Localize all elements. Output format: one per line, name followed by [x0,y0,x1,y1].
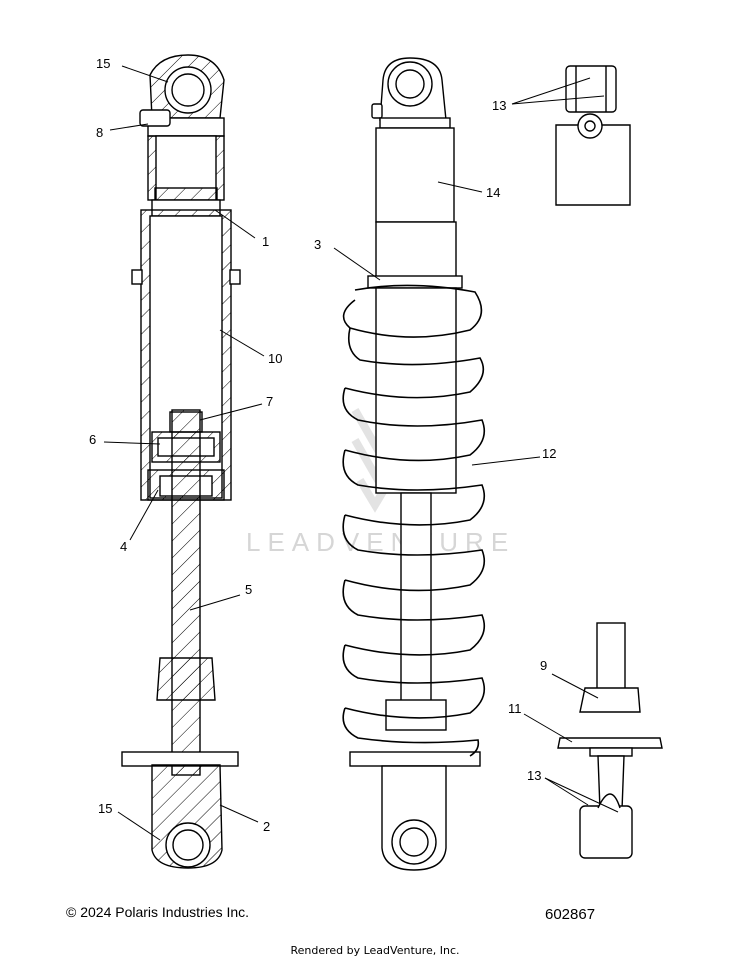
bottom-mount-detail [557,622,663,859]
top-eye-detail [555,65,631,206]
callouts: 15 8 1 10 7 6 4 5 15 2 3 14 12 13 9 11 1… [89,56,556,834]
copyright-text: © 2024 Polaris Industries Inc. [66,904,250,920]
callout-4: 4 [120,539,127,554]
callout-11: 11 [508,701,522,716]
callout-14: 14 [486,185,500,200]
leader-lines [103,65,619,841]
rendered-by-text: Rendered by LeadVenture, Inc. [290,944,460,957]
callout-3: 3 [314,237,321,252]
callout-5: 5 [245,582,252,597]
callout-13-top: 13 [492,98,506,113]
callout-1: 1 [262,234,269,249]
callout-15-bottom: 15 [98,801,112,816]
callout-8: 8 [96,125,103,140]
callout-2: 2 [263,819,270,834]
callout-7: 7 [266,394,273,409]
sectioned-shock [121,54,241,869]
callout-13-bottom: 13 [527,768,541,783]
callout-10: 10 [268,351,282,366]
callout-12: 12 [542,446,556,461]
assembled-shock [342,57,486,871]
callout-6: 6 [89,432,96,447]
callout-9: 9 [540,658,547,673]
figure-number: 602867 [545,906,596,923]
callout-15-top: 15 [96,56,110,71]
